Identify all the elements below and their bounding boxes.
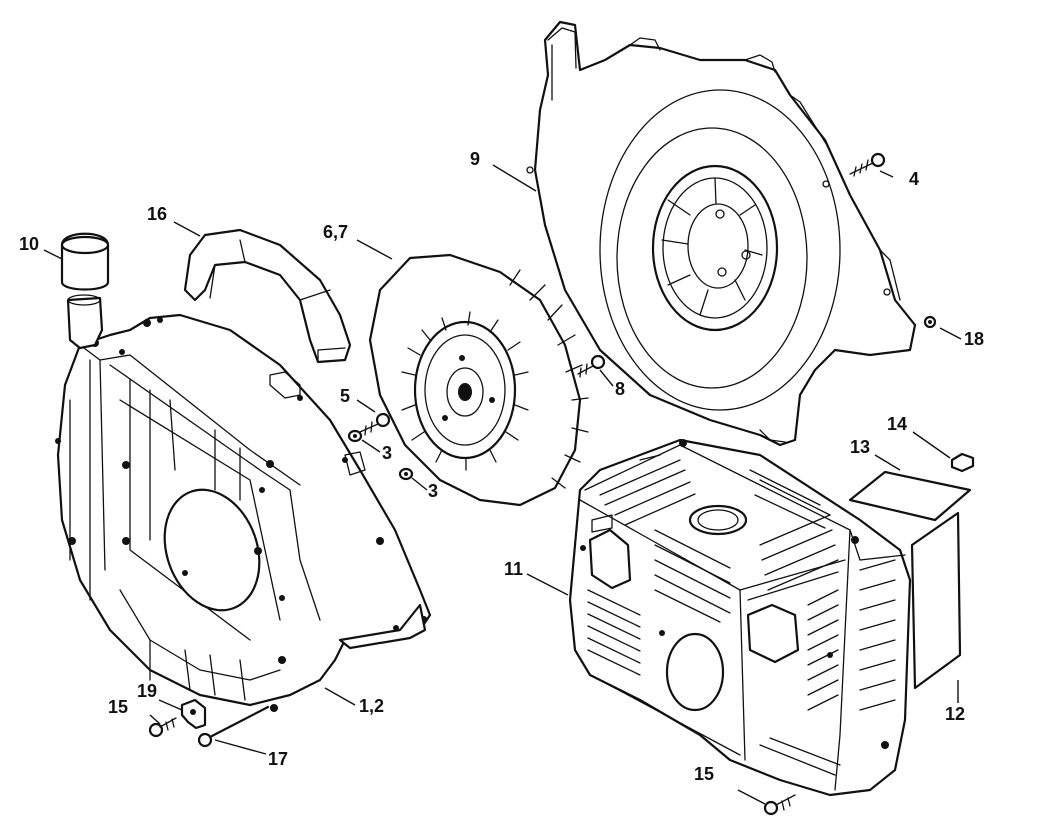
screw-15b[interactable] bbox=[763, 794, 796, 816]
clamp-19[interactable] bbox=[180, 698, 207, 730]
pad-14[interactable] bbox=[950, 452, 975, 473]
label-14: 14 bbox=[887, 414, 907, 434]
screw-5[interactable] bbox=[359, 412, 391, 436]
filter-pad-13[interactable] bbox=[848, 470, 972, 522]
label-9: 9 bbox=[470, 149, 480, 169]
nut-3b[interactable] bbox=[398, 467, 414, 481]
label-17: 17 bbox=[268, 749, 288, 769]
screw-8[interactable] bbox=[577, 354, 606, 378]
nut-3a[interactable] bbox=[347, 429, 363, 443]
label-13: 13 bbox=[850, 437, 870, 457]
label-16: 16 bbox=[147, 204, 167, 224]
bolt-17[interactable] bbox=[197, 705, 270, 748]
filter-pad-12[interactable] bbox=[910, 511, 962, 690]
label-12: 12 bbox=[945, 704, 965, 724]
label-3a: 3 bbox=[382, 443, 392, 463]
label-10: 10 bbox=[19, 234, 39, 254]
carrying-handle[interactable] bbox=[183, 228, 352, 364]
label-3b: 3 bbox=[428, 481, 438, 501]
label-6-7: 6,7 bbox=[323, 222, 348, 242]
label-1-2: 1,2 bbox=[359, 696, 384, 716]
label-15b: 15 bbox=[694, 764, 714, 784]
nut-18[interactable] bbox=[923, 315, 937, 329]
fan-housing-front[interactable] bbox=[55, 313, 432, 712]
label-4: 4 bbox=[909, 169, 919, 189]
intake-tube bbox=[66, 294, 104, 350]
label-15a: 15 bbox=[108, 697, 128, 717]
label-11: 11 bbox=[504, 559, 523, 579]
label-19: 19 bbox=[137, 681, 157, 701]
label-8: 8 bbox=[615, 379, 625, 399]
intake-cap[interactable] bbox=[60, 232, 110, 291]
impeller[interactable] bbox=[368, 253, 589, 507]
label-18: 18 bbox=[964, 329, 984, 349]
label-5: 5 bbox=[340, 386, 350, 406]
fan-housing-rear[interactable] bbox=[526, 20, 917, 447]
screw-15a[interactable] bbox=[148, 717, 177, 738]
leader-lines bbox=[43, 164, 962, 805]
engine-shroud[interactable] bbox=[568, 438, 912, 797]
screw-4[interactable] bbox=[849, 152, 886, 177]
